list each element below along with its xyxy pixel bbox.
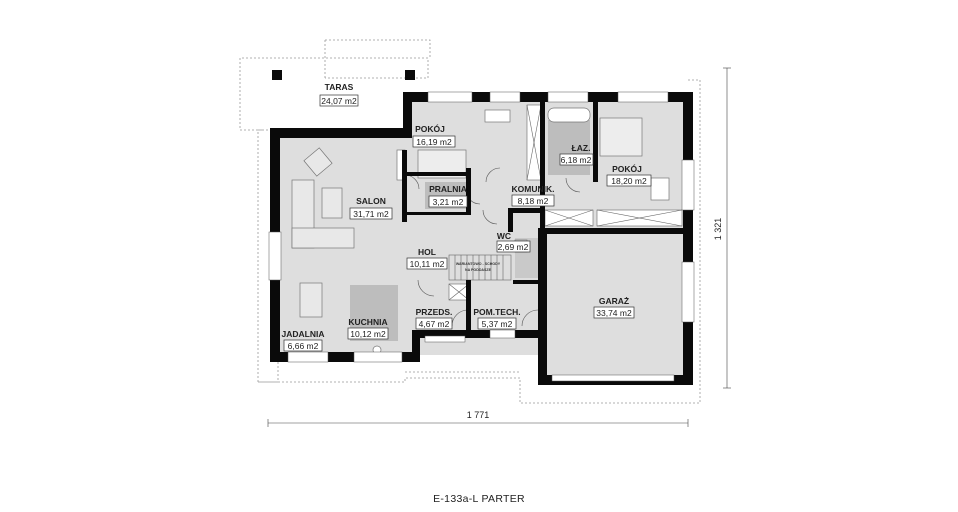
bathtub-icon [547, 107, 591, 123]
room-area-garaz: 33,74 m2 [596, 308, 632, 318]
wardrobes [448, 104, 683, 301]
room-name-pokoj-2: POKÓJ [612, 163, 642, 174]
room-area-salon: 31,71 m2 [353, 209, 389, 219]
room-name-kuchnia: KUCHNIA [348, 317, 387, 327]
stairs-note-line2: NA PODDASZE [465, 268, 492, 272]
room-area-przeds: 4,67 m2 [419, 319, 450, 329]
room-area-pokoj-2: 18,20 m2 [611, 176, 647, 186]
room-area-taras: 24,07 m2 [321, 96, 357, 106]
room-area-jadalnia: 6,66 m2 [288, 341, 319, 351]
room-name-garaz: GARAŻ [599, 296, 629, 306]
room-name-pomtech: POM.TECH. [473, 307, 520, 317]
windows [268, 91, 695, 382]
height-dimension: 1 321 [713, 218, 723, 241]
room-area-laz: 6,18 m2 [561, 155, 592, 165]
room-area-pralnia: 3,21 m2 [433, 197, 464, 207]
bathroom-floor [548, 120, 590, 175]
dimension-lines [267, 67, 731, 427]
room-area-kuchnia: 10,12 m2 [350, 329, 386, 339]
room-area-wc: 2,69 m2 [498, 242, 529, 252]
bed-icon-2 [599, 117, 643, 157]
room-name-taras: TARAS [325, 82, 354, 92]
stairs [448, 254, 512, 281]
room-name-hol: HOL [418, 247, 436, 257]
room-area-pokoj-1: 16,19 m2 [416, 137, 452, 147]
desk-icon [484, 109, 511, 123]
room-name-pralnia: PRALNIA [429, 184, 467, 194]
stairs-note-line1: WARIANTOWO - SCHODY [456, 262, 501, 266]
room-name-przeds: PRZEDS. [416, 307, 453, 317]
room-name-laz: ŁAZ. [572, 143, 591, 153]
width-dimension: 1 771 [467, 410, 490, 420]
terrace-posts [272, 70, 415, 80]
desk-icon-2 [650, 177, 670, 201]
dining-table-icon [299, 282, 323, 318]
room-name-komunik: KOMUNIK. [512, 184, 555, 194]
room-area-hol: 10,11 m2 [410, 259, 445, 269]
room-name-pokoj-1: POKÓJ [415, 123, 445, 134]
area-boxes [283, 94, 652, 352]
room-area-komunik: 8,18 m2 [518, 196, 549, 206]
room-area-pomtech: 5,37 m2 [482, 319, 513, 329]
room-name-salon: SALON [356, 196, 386, 206]
room-name-jadalnia: JADALNIA [282, 329, 325, 339]
plan-title: E-133a-L PARTER [433, 493, 525, 505]
coffee-table-icon [321, 187, 343, 219]
room-name-wc: WC [497, 231, 511, 241]
armchair-icon [303, 147, 333, 177]
